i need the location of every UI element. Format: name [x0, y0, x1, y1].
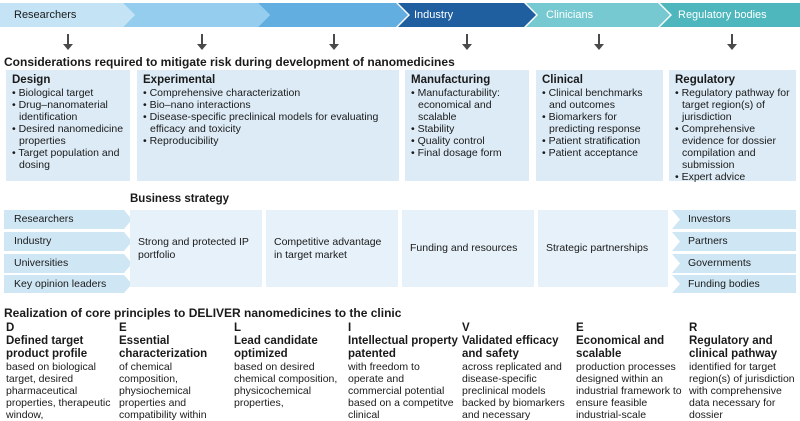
risk-box-design: Design Biological target Drug–nanomateri…: [6, 70, 130, 181]
chevron-industry: Industry: [398, 3, 536, 27]
risk-item: Regulatory pathway for target region(s) …: [675, 87, 790, 123]
deliver-letter: R: [689, 322, 698, 334]
deliver-letter: E: [119, 322, 127, 334]
risk-box-title: Clinical: [542, 74, 583, 86]
down-arrow-icon: [63, 34, 73, 50]
chevron-researchers-light: Researchers: [0, 3, 135, 27]
risk-box-manufacturing: Manufacturing Manufacturability: economi…: [405, 70, 529, 181]
deliver-title: Essential characterization: [119, 335, 208, 360]
down-arrow-icon: [197, 34, 207, 50]
risk-section-title: Considerations required to mitigate risk…: [4, 55, 455, 69]
business-box-text: Funding and resources: [410, 242, 518, 254]
deliver-letter: L: [234, 322, 242, 334]
deliver-column-l: L Lead candidate optimized based on desi…: [234, 322, 344, 409]
risk-item: Drug–nanomaterial identification: [12, 99, 124, 123]
deliver-column-e1: E Essential characterization of chemical…: [119, 322, 229, 421]
business-box-text: Competitive advantage in target market: [274, 235, 382, 261]
risk-box-experimental: Experimental Comprehensive characterizat…: [137, 70, 399, 181]
business-left-pill: Universities: [4, 254, 132, 273]
risk-item: Quality control: [411, 135, 523, 147]
business-left-pill: Industry: [4, 232, 132, 251]
risk-item: Biomarkers for predicting response: [542, 111, 657, 135]
risk-item: Comprehensive evidence for dossier compi…: [675, 123, 790, 171]
business-box: Strong and protected IP portfolio: [130, 210, 262, 287]
risk-item: Comprehensive characterization: [143, 87, 393, 99]
risk-item: Reproducibility: [143, 135, 393, 147]
risk-item: Expert advice: [675, 171, 790, 183]
deliver-column-d: D Defined target product profile based o…: [6, 322, 116, 421]
deliver-text: of chemical composition, physiochemical …: [119, 361, 207, 421]
chevron-clinicians: Clinicians: [526, 3, 670, 27]
deliver-column-r: R Regulatory and clinical pathway identi…: [689, 322, 799, 421]
business-left-pill: Key opinion leaders: [4, 275, 132, 293]
risk-item: Disease-specific preclinical models for …: [143, 111, 393, 135]
business-left-pill: Researchers: [4, 210, 132, 229]
chevron-researchers-mid: [123, 3, 270, 27]
deliver-text: with freedom to operate and commercial p…: [348, 361, 454, 421]
deliver-title: Intellectual property patented: [348, 335, 458, 360]
deliver-title: Defined target product profile: [6, 335, 88, 360]
chevron-regulatory: Regulatory bodies: [660, 3, 800, 27]
deliver-letter: E: [576, 322, 584, 334]
deliver-text: production processes designed within an …: [576, 361, 682, 421]
risk-box-title: Design: [12, 74, 51, 86]
business-box: Strategic partnerships: [538, 210, 668, 287]
business-right-pill: Funding bodies: [672, 275, 796, 293]
risk-item: Stability: [411, 123, 523, 135]
deliver-text: across replicated and disease-specific p…: [462, 361, 565, 421]
risk-item: Final dosage form: [411, 147, 523, 159]
deliver-letter: D: [6, 322, 15, 334]
risk-item: Clinical benchmarks and outcomes: [542, 87, 657, 111]
deliver-section-title: Realization of core principles to DELIVE…: [4, 306, 402, 320]
deliver-letter: I: [348, 322, 352, 334]
risk-box-clinical: Clinical Clinical benchmarks and outcome…: [536, 70, 663, 181]
risk-box-regulatory: Regulatory Regulatory pathway for target…: [669, 70, 796, 183]
risk-item: Manufacturability: economical and scalab…: [411, 87, 523, 123]
risk-item: Patient acceptance: [542, 147, 657, 159]
stakeholder-researchers-label: Researchers: [14, 9, 77, 21]
business-right-pill: Governments: [672, 254, 796, 273]
risk-item: Desired nanomedicine properties: [12, 123, 124, 147]
business-right-pill: Investors: [672, 210, 796, 229]
risk-item: Bio–nano interactions: [143, 99, 393, 111]
risk-box-title: Regulatory: [675, 74, 736, 86]
deliver-column-e2: E Economical and scalable production pro…: [576, 322, 686, 421]
down-arrow-icon: [462, 34, 472, 50]
deliver-text: identified for target region(s) of juris…: [689, 361, 795, 421]
deliver-text: based on biological target, desired phar…: [6, 361, 111, 421]
business-box: Funding and resources: [402, 210, 534, 287]
chevron-researchers-dark: [258, 3, 408, 27]
business-box-text: Strategic partnerships: [546, 242, 649, 254]
stakeholder-regulatory-label: Regulatory bodies: [678, 9, 767, 21]
deliver-title: Validated efficacy and safety: [462, 335, 559, 360]
risk-box-title: Manufacturing: [411, 74, 491, 86]
business-box-text: Strong and protected IP portfolio: [138, 235, 249, 261]
deliver-title: Lead candidate optimized: [234, 335, 318, 360]
down-arrow-icon: [727, 34, 737, 50]
risk-item: Biological target: [12, 87, 124, 99]
deliver-letter: V: [462, 322, 470, 334]
deliver-column-v: V Validated efficacy and safety across r…: [462, 322, 572, 421]
deliver-text: based on desired chemical composition, p…: [234, 361, 338, 409]
down-arrow-icon: [329, 34, 339, 50]
risk-box-title: Experimental: [143, 74, 216, 86]
risk-item: Target population and dosing: [12, 147, 124, 171]
risk-item: Patient stratification: [542, 135, 657, 147]
deliver-title: Regulatory and clinical pathway: [689, 335, 778, 360]
deliver-column-i: I Intellectual property patented with fr…: [348, 322, 458, 421]
stakeholder-clinicians-label: Clinicians: [546, 9, 594, 21]
down-arrow-icon: [594, 34, 604, 50]
business-right-pill: Partners: [672, 232, 796, 251]
stakeholder-industry-label: Industry: [414, 9, 454, 21]
deliver-title: Economical and scalable: [576, 335, 665, 360]
business-box: Competitive advantage in target market: [266, 210, 398, 287]
business-section-title: Business strategy: [130, 193, 230, 205]
